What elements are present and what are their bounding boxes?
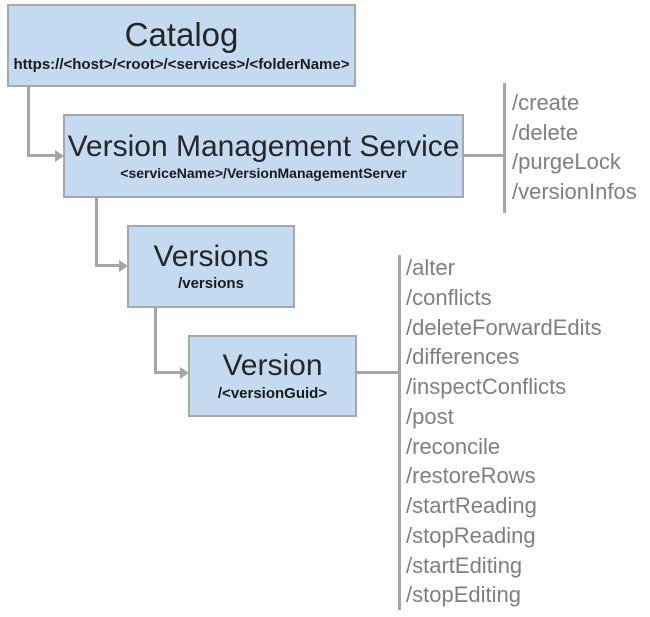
connector-vms-versions-horizontal (95, 264, 121, 267)
node-subtitle: <serviceName>/VersionManagementServer (120, 165, 407, 182)
operation-label: /alter (406, 255, 455, 280)
node-version-management-service: Version Management Service <serviceName>… (63, 114, 464, 198)
connector-catalog-vms-vertical (27, 87, 30, 157)
connector-vms-versions-vertical (95, 198, 98, 267)
arrowhead-icon (119, 260, 128, 272)
node-subtitle: /versions (178, 275, 244, 293)
vms-operations-bracket (503, 83, 506, 213)
connector-version-operations (357, 371, 399, 374)
node-catalog: Catalog https://<host>/<root>/<services>… (7, 4, 356, 87)
operation-label: /versionInfos (512, 179, 637, 205)
operation-label: /delete (512, 119, 579, 145)
operation-label: /stopEditing (406, 582, 521, 608)
operation-label: /startEditing (406, 552, 523, 578)
version-operations-bracket (398, 255, 401, 610)
connector-vms-operations (464, 154, 504, 157)
node-title: Catalog (124, 16, 239, 54)
connector-versions-version-horizontal (154, 371, 182, 374)
arrowhead-icon (55, 150, 64, 162)
operation-label: /startReading (406, 493, 537, 518)
vms-operations-list: /create/delete/purgeLock/versionInfos (512, 88, 637, 207)
version-operations-list: /alter/conflicts/deleteForwardEdits/diff… (406, 253, 602, 610)
operation-label: /conflicts (406, 284, 492, 310)
node-versions: Versions /versions (127, 225, 295, 308)
node-subtitle: https://<host>/<root>/<services>/<folder… (13, 55, 350, 73)
operation-label: /create (512, 90, 580, 115)
node-subtitle: /<versionGuid> (217, 384, 328, 402)
node-version: Version /<versionGuid> (188, 335, 357, 417)
operation-label: /inspectConflicts (406, 374, 567, 399)
operation-label: /differences (406, 344, 520, 370)
node-title: Version Management Service (67, 129, 460, 163)
operation-label: /reconcile (406, 433, 501, 459)
connector-catalog-vms-horizontal (27, 154, 56, 157)
node-title: Versions (153, 239, 269, 273)
operation-label: /stopReading (406, 522, 536, 548)
arrowhead-icon (180, 367, 189, 379)
connector-versions-version-vertical (154, 308, 157, 374)
node-title: Version (222, 349, 323, 383)
operation-label: /restoreRows (406, 463, 536, 489)
operation-label: /purgeLock (512, 149, 621, 175)
operation-label: /deleteForwardEdits (406, 314, 602, 340)
operation-label: /post (406, 403, 454, 429)
